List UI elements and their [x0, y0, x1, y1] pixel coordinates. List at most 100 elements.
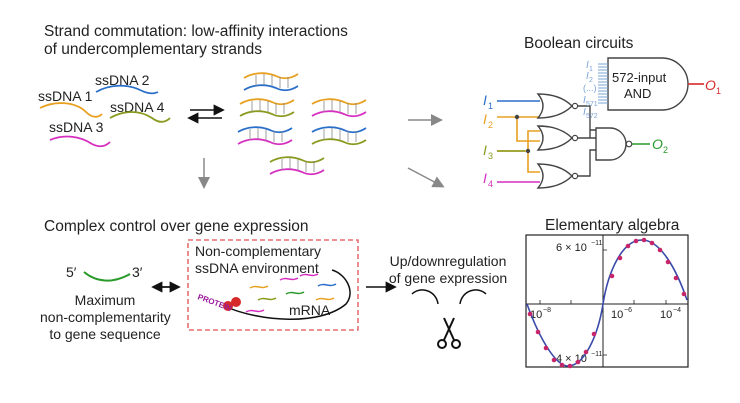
wire-i2: [497, 116, 540, 142]
algebra-fit-curve: [526, 239, 688, 367]
and-gate-small: [595, 127, 627, 161]
and-input-ticks: [598, 63, 608, 104]
algebra-data-points: [527, 237, 687, 369]
prime5-label: 5′: [66, 264, 77, 280]
and-input-ellipsis: (...): [583, 83, 597, 93]
duplex-orange-blue: [243, 72, 299, 92]
not-bubble-1: [571, 102, 579, 110]
svg-text:3: 3: [488, 151, 493, 161]
algebra-ticks: [539, 249, 667, 356]
and-gate-572: [607, 57, 689, 111]
svg-text:2: 2: [488, 120, 493, 130]
environment-strands: [245, 273, 337, 313]
duplex-olive-magenta: [269, 156, 325, 176]
strand-title-line2: of undercomplementary strands: [44, 41, 262, 58]
svg-text:6 × 10: 6 × 10: [556, 242, 587, 254]
not-bubble-2: [571, 134, 579, 142]
data-point: [657, 247, 663, 253]
svg-text:O: O: [705, 77, 716, 93]
junction-i3: [525, 148, 531, 154]
arrow-to-algebra: [407, 167, 445, 188]
svg-text:−11: −11: [591, 240, 602, 247]
gene-strand: [83, 271, 131, 282]
svg-text:571: 571: [586, 101, 598, 108]
svg-text:−4: −4: [673, 307, 681, 314]
duplex-orange-olive: [239, 98, 295, 118]
svg-text:1: 1: [488, 101, 493, 111]
data-point: [527, 311, 533, 317]
regulation-line1: Up/downregulation: [389, 253, 507, 269]
data-point: [641, 237, 647, 243]
data-point: [575, 359, 581, 365]
data-point: [559, 362, 565, 368]
duplex-blue-magenta: [237, 126, 293, 146]
svg-text:1: 1: [589, 66, 593, 73]
and-gate-label-line1: 572-input: [612, 70, 667, 85]
cut-strand-left: [411, 289, 439, 305]
wire-or-to-and: [578, 105, 596, 177]
mrna-label: mRNA: [289, 302, 331, 318]
svg-text:2: 2: [663, 145, 668, 155]
mrna-loop: [223, 269, 351, 320]
ssdna-2-strand: [95, 84, 159, 95]
svg-text:I: I: [483, 170, 487, 186]
or-gate-3: [536, 163, 573, 189]
ssdna-1-strand: [39, 102, 103, 118]
svg-text:572: 572: [586, 113, 598, 120]
data-point: [567, 363, 573, 369]
duplex-blue-olive: [311, 126, 367, 146]
data-point: [649, 240, 655, 246]
svg-text:I: I: [583, 107, 586, 118]
svg-text:I: I: [583, 95, 586, 106]
box-title-line1: Non-complementary: [195, 243, 322, 259]
svg-text:1: 1: [716, 86, 721, 96]
ssdna-label-4: ssDNA 4: [110, 99, 165, 115]
svg-text:10: 10: [611, 309, 623, 321]
boolean-title: Boolean circuits: [524, 35, 634, 52]
ssdna-label-2: ssDNA 2: [95, 72, 150, 88]
data-point: [609, 273, 615, 279]
svg-text:4: 4: [488, 179, 493, 189]
svg-text:I: I: [483, 142, 487, 158]
scissors-icon: [437, 317, 461, 349]
or-gate-1: [536, 93, 573, 119]
ssdna-label-1: ssDNA 1: [38, 88, 93, 104]
data-point: [681, 291, 687, 297]
and-gate-small-bubble: [625, 140, 633, 148]
data-point: [543, 345, 549, 351]
duplex-orange-magenta: [311, 98, 367, 118]
svg-text:I: I: [586, 71, 589, 82]
svg-text:I: I: [586, 60, 589, 71]
svg-text:O: O: [652, 136, 663, 152]
or-gate-2: [536, 125, 573, 151]
svg-text:−11: −11: [591, 351, 602, 358]
data-point: [583, 349, 589, 355]
protein-label: PROTEIN: [196, 292, 233, 313]
data-point: [665, 259, 671, 265]
data-point: [591, 331, 597, 337]
ssdna-3-strand: [49, 135, 111, 148]
algebra-plot-frame: [525, 234, 689, 368]
not-bubble-3: [571, 172, 579, 180]
algebra-xtick-3: 10−4: [660, 307, 681, 321]
data-point: [625, 243, 631, 249]
and-gate-label-line2: AND: [624, 86, 651, 101]
svg-text:I: I: [483, 92, 487, 108]
ssdna-4-strand: [109, 111, 171, 123]
data-point: [633, 238, 639, 244]
junction-i2: [514, 114, 520, 120]
prime3-label: 3′: [132, 264, 143, 280]
svg-text:I: I: [483, 111, 487, 127]
caption-line2: non-complementarity: [40, 309, 171, 325]
data-point: [673, 275, 679, 281]
